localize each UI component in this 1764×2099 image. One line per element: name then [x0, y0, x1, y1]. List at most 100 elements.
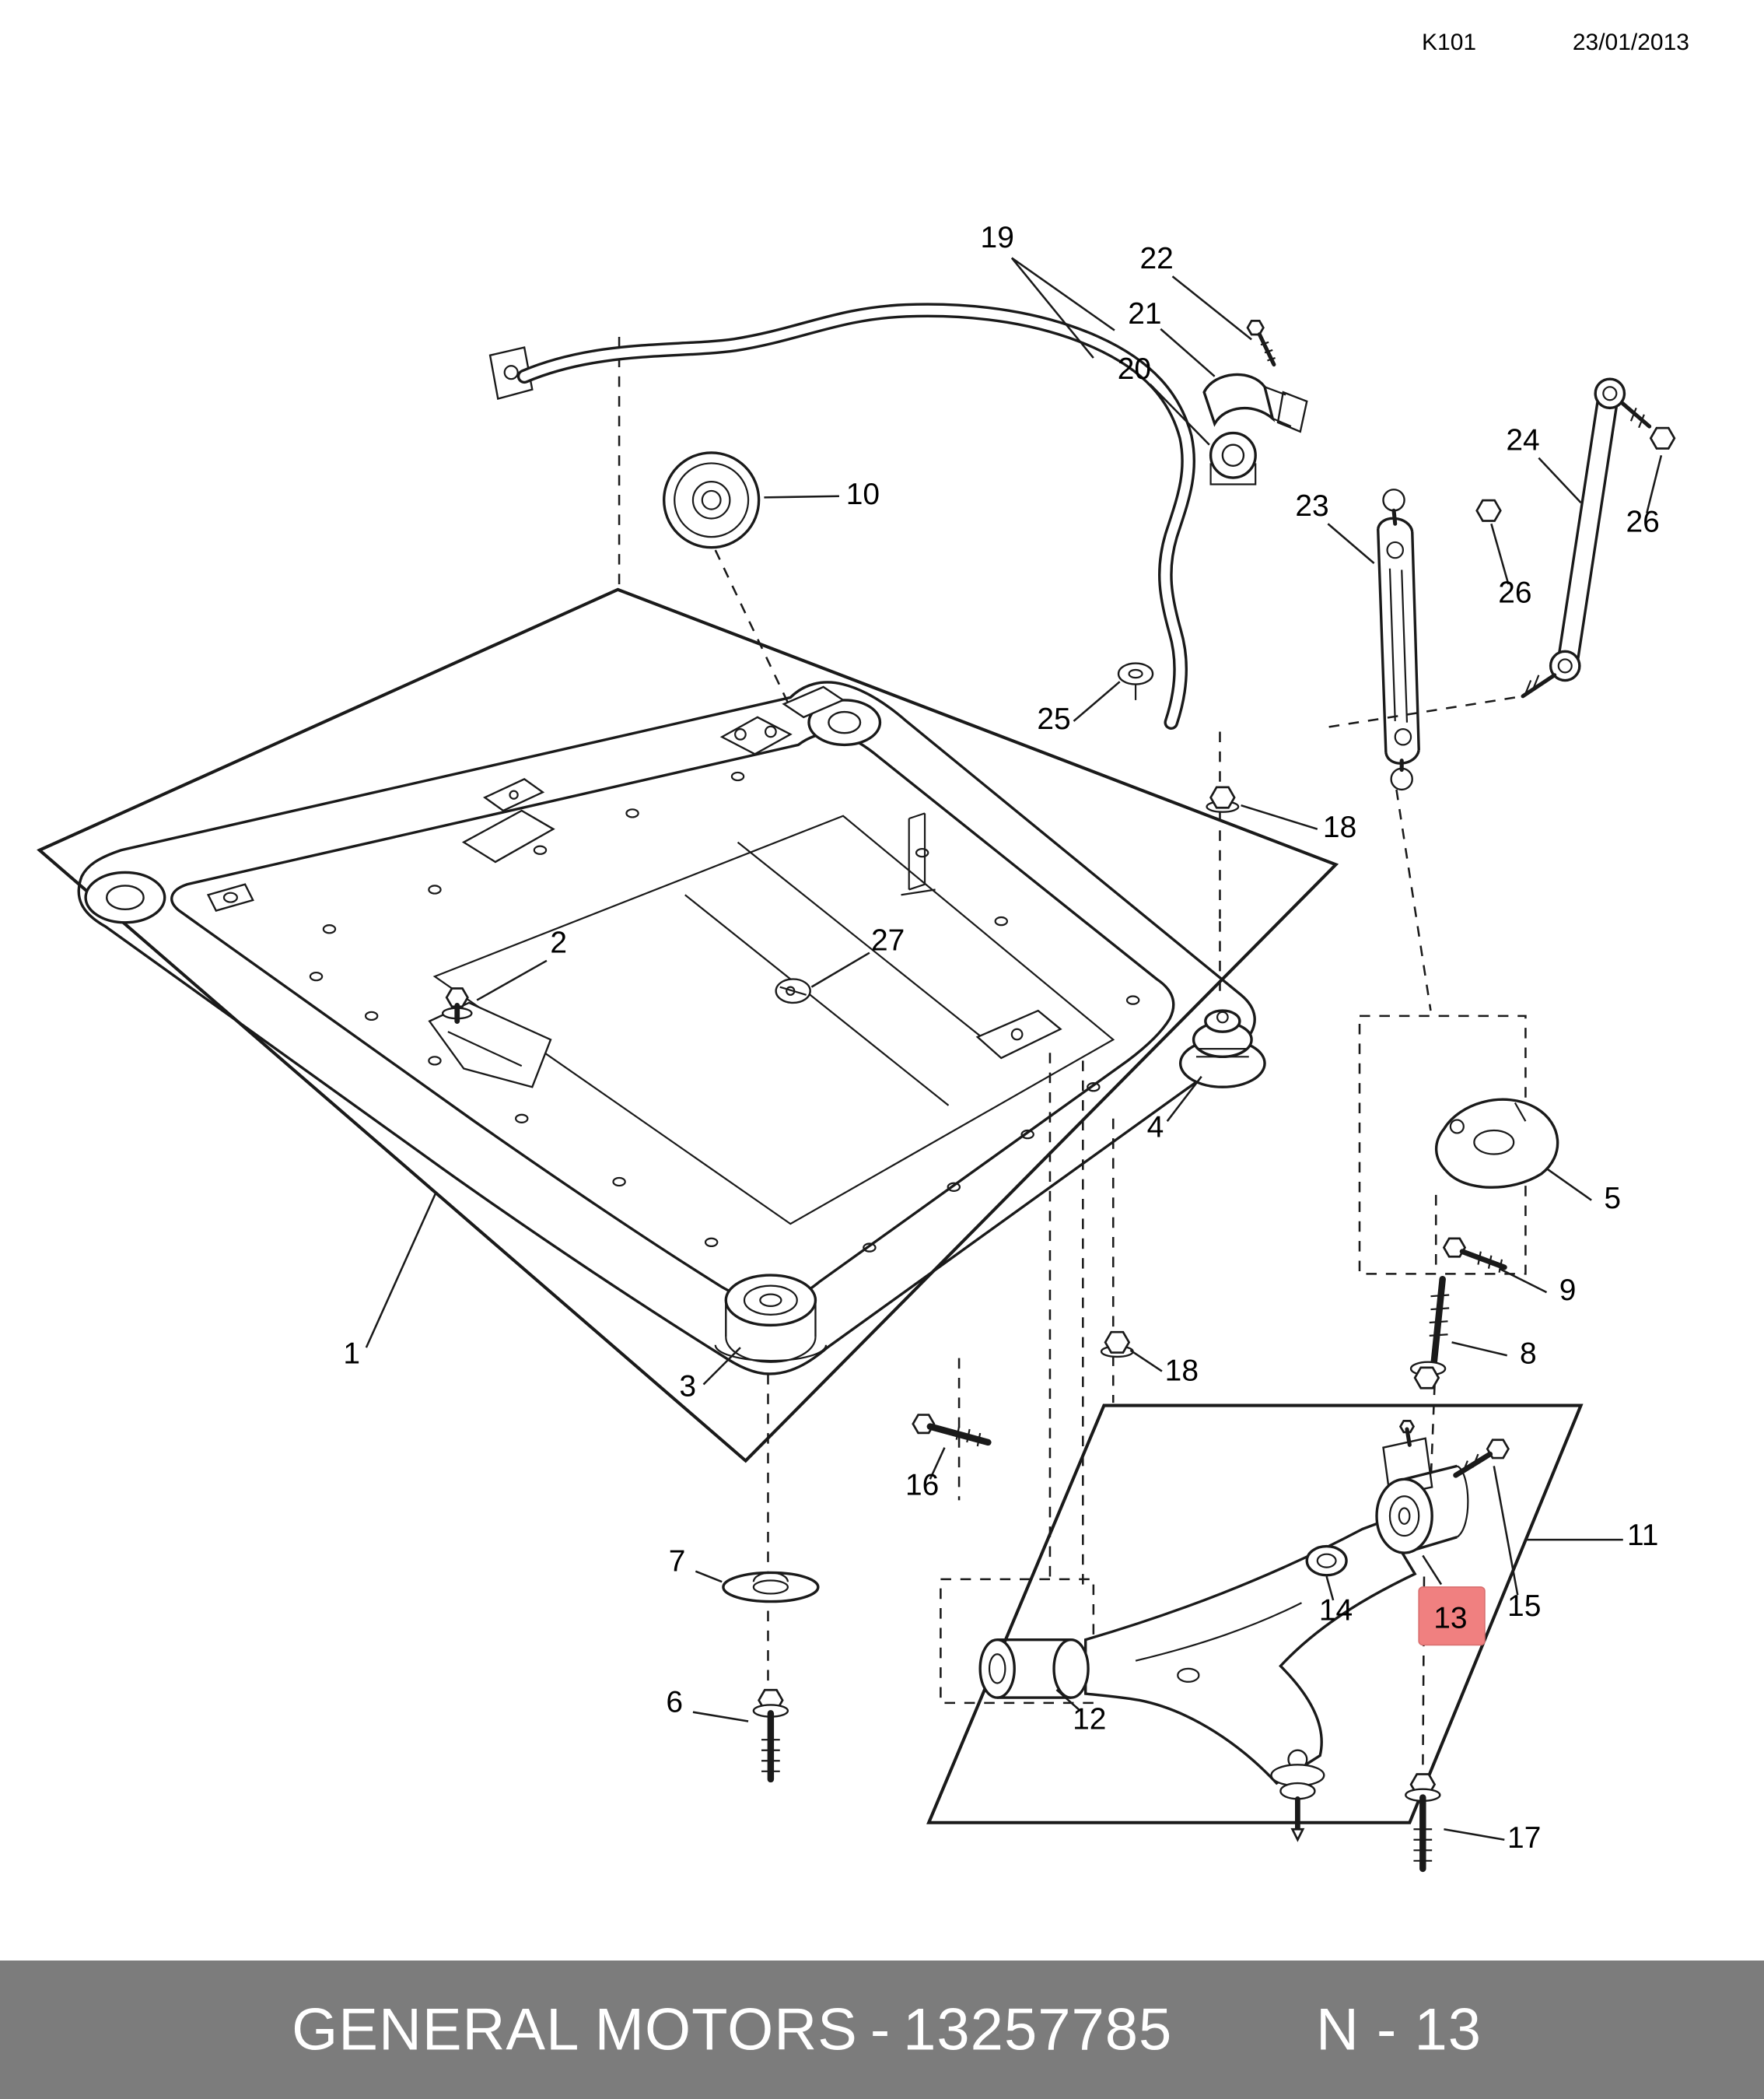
- callout-label-18a[interactable]: 18: [1323, 811, 1356, 844]
- callout-26a: 26: [1626, 454, 1663, 538]
- part-number: 13257785: [903, 1996, 1173, 2063]
- bolt-8: [1409, 1275, 1450, 1389]
- callout-label-25[interactable]: 25: [1037, 703, 1070, 736]
- stabilizer-link-plate: [1377, 489, 1420, 791]
- callout-label-26a[interactable]: 26: [1626, 505, 1660, 538]
- control-arm: [978, 1519, 1417, 1842]
- stabilizer-bushing: [1209, 431, 1257, 485]
- callout-1: 1: [343, 1192, 437, 1370]
- callout-18a: 18: [1241, 804, 1356, 844]
- link-nut-upper: [1649, 426, 1676, 450]
- callout-label-21[interactable]: 21: [1128, 297, 1161, 331]
- page-code: N - 13: [1316, 1996, 1482, 2063]
- callout-label-5[interactable]: 5: [1604, 1182, 1621, 1215]
- bolt-17: [1405, 1773, 1441, 1873]
- callout-label-23[interactable]: 23: [1295, 489, 1328, 523]
- callout-25: 25: [1037, 681, 1121, 736]
- callout-23: 23: [1295, 489, 1375, 564]
- callout-10: 10: [764, 478, 880, 511]
- callout-label-26b[interactable]: 26: [1498, 576, 1531, 610]
- callout-label-15[interactable]: 15: [1507, 1589, 1541, 1623]
- callout-label-13[interactable]: 13: [1433, 1601, 1467, 1635]
- callout-8: 8: [1451, 1337, 1537, 1370]
- bolt-15: [1453, 1438, 1510, 1478]
- mount-bracket-5: [1434, 1098, 1559, 1189]
- callout-16: 16: [905, 1447, 946, 1502]
- callouts: 19 22 21 20 10 23 24 26 26 25 18 2: [343, 221, 1663, 1855]
- callout-7: 7: [669, 1545, 723, 1583]
- callout-label-20[interactable]: 20: [1118, 352, 1151, 386]
- frame-bushing-3: [714, 1274, 828, 1363]
- callout-label-2[interactable]: 2: [550, 927, 567, 960]
- callout-label-8[interactable]: 8: [1520, 1337, 1537, 1370]
- bolt-9: [1442, 1237, 1507, 1273]
- callout-label-14[interactable]: 14: [1319, 1593, 1353, 1627]
- callout-15: 15: [1493, 1466, 1541, 1623]
- clamp-bolt: [1246, 320, 1276, 367]
- callout-3: 3: [679, 1347, 741, 1403]
- frame-bushing-4: [1178, 1009, 1266, 1088]
- callout-13-highlighted: 13: [1418, 1554, 1486, 1646]
- revision-date: 23/01/2013: [1572, 30, 1689, 55]
- grommet-washer: [1117, 662, 1154, 700]
- callout-20: 20: [1118, 352, 1210, 446]
- callout-12: 12: [1055, 1688, 1106, 1736]
- callout-24: 24: [1506, 424, 1582, 504]
- callout-27: 27: [810, 923, 905, 988]
- callout-17: 17: [1444, 1821, 1541, 1855]
- stabilizer-bar: [488, 303, 1196, 730]
- callout-label-22[interactable]: 22: [1139, 242, 1173, 275]
- bolt-6: [752, 1688, 789, 1783]
- footer-bar: GENERAL MOTORS-13257785 N - 13: [0, 1961, 1764, 2099]
- callout-label-17[interactable]: 17: [1507, 1821, 1541, 1855]
- callout-22: 22: [1139, 242, 1252, 341]
- callout-label-27[interactable]: 27: [871, 923, 905, 957]
- callout-6: 6: [666, 1686, 749, 1722]
- catalog-section-code: K101: [1422, 30, 1477, 55]
- frame-bolt-2: [441, 987, 473, 1025]
- highlight-part-13[interactable]: [1418, 1586, 1486, 1646]
- callout-14: 14: [1319, 1576, 1353, 1627]
- callout-label-3[interactable]: 3: [679, 1370, 696, 1403]
- bar-bushing-ring: [662, 451, 761, 549]
- callout-label-11[interactable]: 11: [1627, 1519, 1658, 1552]
- nut-18-lower: [1100, 1330, 1134, 1358]
- callout-label-10[interactable]: 10: [846, 478, 880, 511]
- callout-label-16[interactable]: 16: [905, 1469, 939, 1502]
- stabilizer-clamp: [1202, 373, 1308, 433]
- washer-14: [1305, 1544, 1348, 1577]
- nut-18-upper: [1206, 786, 1240, 813]
- callout-label-24[interactable]: 24: [1506, 424, 1539, 457]
- link-nut-lower: [1475, 499, 1502, 522]
- callout-label-12[interactable]: 12: [1073, 1703, 1106, 1736]
- frame-holes: [309, 771, 1140, 1253]
- callout-5: 5: [1545, 1168, 1621, 1215]
- washer-7: [722, 1571, 820, 1603]
- footer-separator: -: [870, 1996, 891, 2063]
- callout-label-9[interactable]: 9: [1559, 1274, 1577, 1307]
- main-assembly-box: [37, 587, 1339, 1463]
- callout-label-4[interactable]: 4: [1147, 1111, 1164, 1144]
- callout-label-7[interactable]: 7: [669, 1545, 686, 1579]
- bolt-16: [912, 1414, 992, 1447]
- callout-label-19[interactable]: 19: [981, 221, 1014, 254]
- callout-label-6[interactable]: 6: [666, 1686, 683, 1719]
- footer-title: GENERAL MOTORS-13257785: [292, 1996, 1172, 2064]
- callout-11: 11: [1527, 1519, 1658, 1552]
- stabilizer-link-rod: [1521, 377, 1652, 699]
- callout-2: 2: [476, 927, 567, 1001]
- callout-21: 21: [1128, 297, 1216, 377]
- brand-name: GENERAL MOTORS: [292, 1996, 858, 2063]
- clip-27: [775, 978, 811, 1004]
- construction-lines: [618, 337, 1527, 1777]
- callout-4: 4: [1147, 1075, 1202, 1144]
- control-arm-bushing-13[interactable]: [1375, 1419, 1469, 1554]
- callout-label-1[interactable]: 1: [343, 1337, 360, 1370]
- callout-26b: 26: [1490, 523, 1532, 610]
- callout-18b: 18: [1129, 1349, 1199, 1387]
- callout-label-18b[interactable]: 18: [1165, 1354, 1199, 1387]
- subframe-crossmember: [77, 681, 1256, 1375]
- callout-9: 9: [1498, 1267, 1577, 1307]
